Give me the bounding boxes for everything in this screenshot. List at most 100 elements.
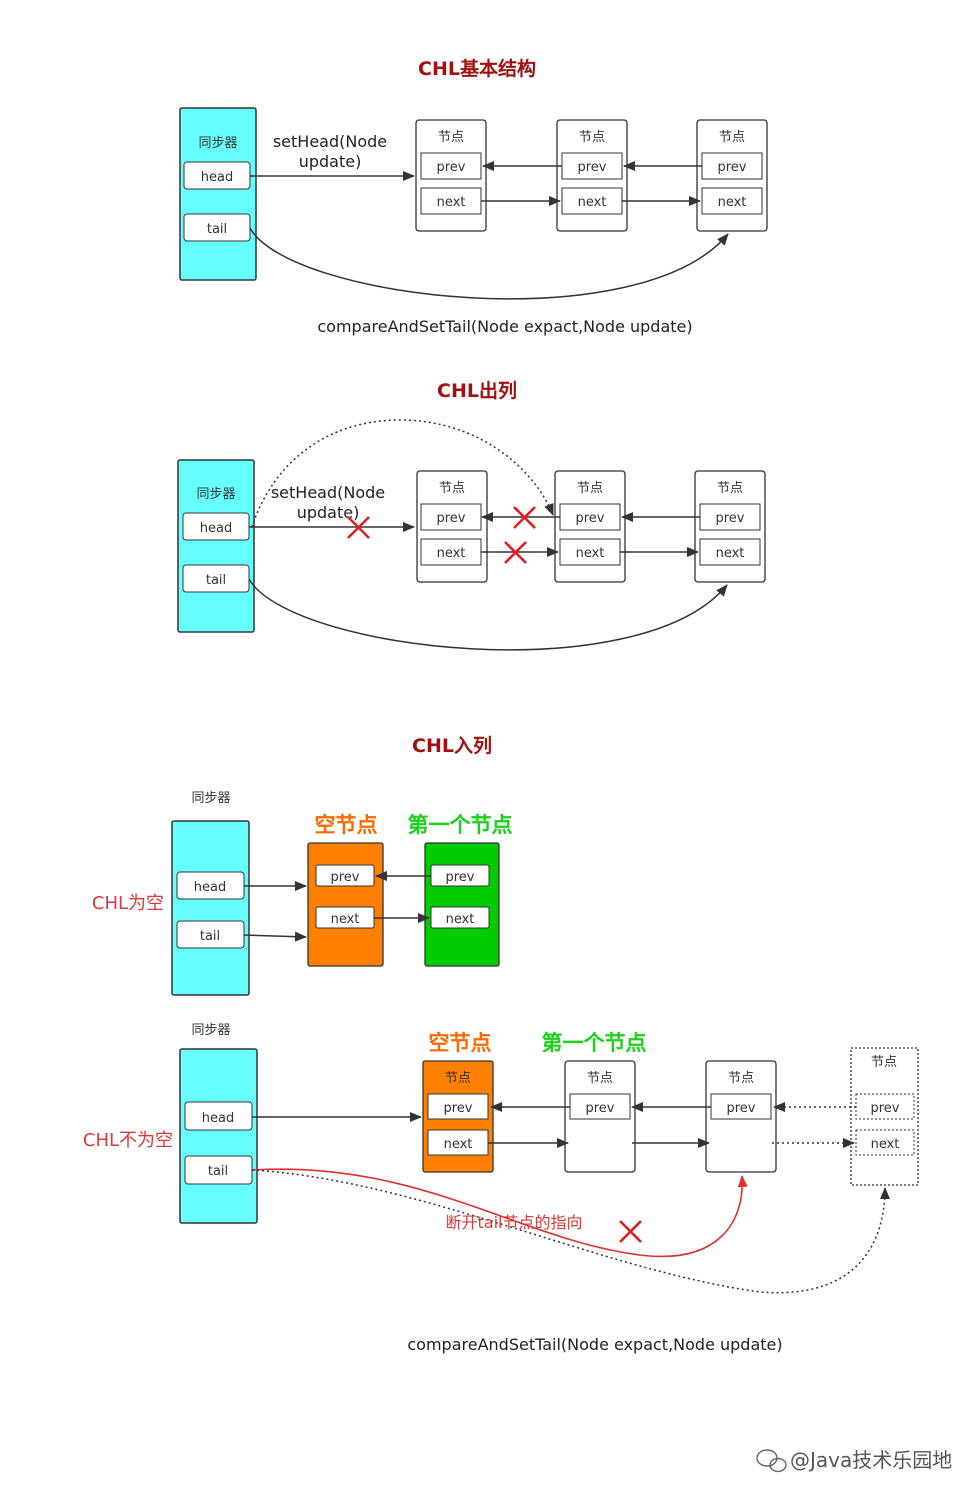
empty-node-title: 空节点: [315, 813, 378, 837]
next-label: next: [716, 546, 745, 561]
next-label: next: [578, 195, 607, 210]
synchronizer-label: 同步器: [198, 136, 237, 151]
node-label: 节点: [717, 481, 743, 496]
prev-label: prev: [436, 511, 465, 526]
node-1: 节点 prev next: [416, 470, 488, 583]
watermark: @Java技术乐园地: [756, 1448, 952, 1473]
node-2: 节点 prev next: [554, 470, 626, 583]
tail-curve-arrow: [248, 578, 728, 651]
synchronizer-label: 同步器: [196, 487, 235, 502]
next-label: next: [446, 912, 475, 927]
synchronizer: 同步器 head tail: [177, 459, 255, 633]
node-3: 节点 prev: [705, 1060, 777, 1173]
next-label: next: [871, 1137, 900, 1152]
tail-label: tail: [207, 222, 227, 237]
head-field: [184, 1101, 253, 1131]
next-label: next: [437, 546, 466, 561]
node-2: 节点 prev next: [556, 119, 628, 232]
next-label: next: [576, 546, 605, 561]
head-label: head: [202, 1111, 234, 1126]
cas-label: compareAndSetTail(Node expact,Node updat…: [317, 317, 692, 336]
prev-field: [420, 152, 482, 180]
tail-label: tail: [208, 1164, 228, 1179]
empty-node: prev next: [307, 842, 384, 967]
prev-label: prev: [330, 870, 359, 885]
cross-mark-icon: [619, 1220, 642, 1243]
sethead-label-line2: update): [299, 152, 362, 171]
node-3: 节点 prev next: [696, 119, 768, 232]
next-field: [561, 187, 623, 215]
node-3: 节点 prev next: [694, 470, 766, 583]
wechat-icon: [756, 1449, 787, 1473]
prev-field: [315, 864, 375, 887]
next-label: next: [331, 912, 360, 927]
tail-label: tail: [200, 929, 220, 944]
first-node: prev next: [424, 842, 500, 967]
prev-field: [559, 503, 621, 531]
prev-label: prev: [715, 511, 744, 526]
tail-field: [183, 213, 251, 242]
next-label: next: [444, 1137, 473, 1152]
synchronizer: head tail: [171, 820, 250, 996]
tail-curve-arrow: [249, 227, 729, 300]
old-tail-curve-red: [251, 1168, 748, 1258]
prev-field: [701, 152, 763, 180]
empty-case-label: CHL为空: [92, 893, 164, 914]
synchronizer: 同步器 head tail: [179, 107, 257, 281]
prev-label: prev: [436, 160, 465, 175]
prev-label: prev: [445, 870, 474, 885]
prev-label: prev: [717, 160, 746, 175]
empty-node: 节点 prev next: [422, 1060, 494, 1173]
node-label: 节点: [577, 481, 603, 496]
section-dequeue: CHL出列 同步器 head tail 节点 prev next 节点 prev…: [177, 379, 766, 651]
node-2: 节点 prev: [564, 1060, 636, 1173]
node-label: 节点: [728, 1071, 754, 1086]
new-head-dotted-arrow: [251, 419, 554, 528]
next-label: next: [437, 195, 466, 210]
next-field: [420, 538, 482, 566]
sethead-label-line1: setHead(Node: [273, 132, 387, 151]
next-field: [430, 906, 490, 929]
section3-title: CHL入列: [412, 735, 492, 757]
section-enqueue: CHL入列 同步器 head tail CHL为空 空节点 第一个节点 prev…: [83, 735, 919, 1354]
prev-field: [699, 503, 761, 531]
next-field: [699, 538, 761, 566]
node-1: 节点 prev next: [415, 119, 487, 232]
tail-field: [182, 564, 250, 593]
node-label: 节点: [438, 130, 464, 145]
prev-label: prev: [577, 160, 606, 175]
next-field: [420, 187, 482, 215]
prev-label: prev: [585, 1101, 614, 1116]
prev-field: [420, 503, 482, 531]
node-label: 节点: [439, 481, 465, 496]
new-tail-curve-dotted: [251, 1169, 890, 1294]
section-basic-structure: CHL基本结构 同步器 head tail 节点 prev next 节点 pr…: [179, 57, 768, 336]
new-node-dotted: 节点 prev next: [850, 1047, 919, 1186]
synchronizer-label: 同步器: [191, 1023, 230, 1038]
empty-node-title: 空节点: [429, 1031, 492, 1055]
prev-label: prev: [726, 1101, 755, 1116]
tail-field: [176, 920, 245, 949]
next-field: [855, 1129, 915, 1156]
tail-label: tail: [206, 573, 226, 588]
node-label: 节点: [587, 1071, 613, 1086]
prev-field: [569, 1093, 631, 1120]
node-label: 节点: [719, 130, 745, 145]
next-label: next: [718, 195, 747, 210]
cas-label: compareAndSetTail(Node expact,Node updat…: [407, 1335, 782, 1354]
next-field: [701, 187, 763, 215]
synchronizer-label: 同步器: [191, 791, 230, 806]
head-label: head: [200, 521, 232, 536]
head-label: head: [201, 170, 233, 185]
cross-mark-icon: [504, 541, 527, 564]
prev-label: prev: [443, 1101, 472, 1116]
nonempty-case-label: CHL不为空: [83, 1130, 173, 1151]
prev-field: [710, 1093, 772, 1120]
prev-label: prev: [870, 1101, 899, 1116]
first-node-title: 第一个节点: [542, 1031, 647, 1055]
sethead-label-line2: update): [297, 503, 360, 522]
section1-title: CHL基本结构: [418, 57, 536, 80]
node-label: 节点: [445, 1071, 471, 1086]
first-node-title: 第一个节点: [408, 813, 513, 837]
